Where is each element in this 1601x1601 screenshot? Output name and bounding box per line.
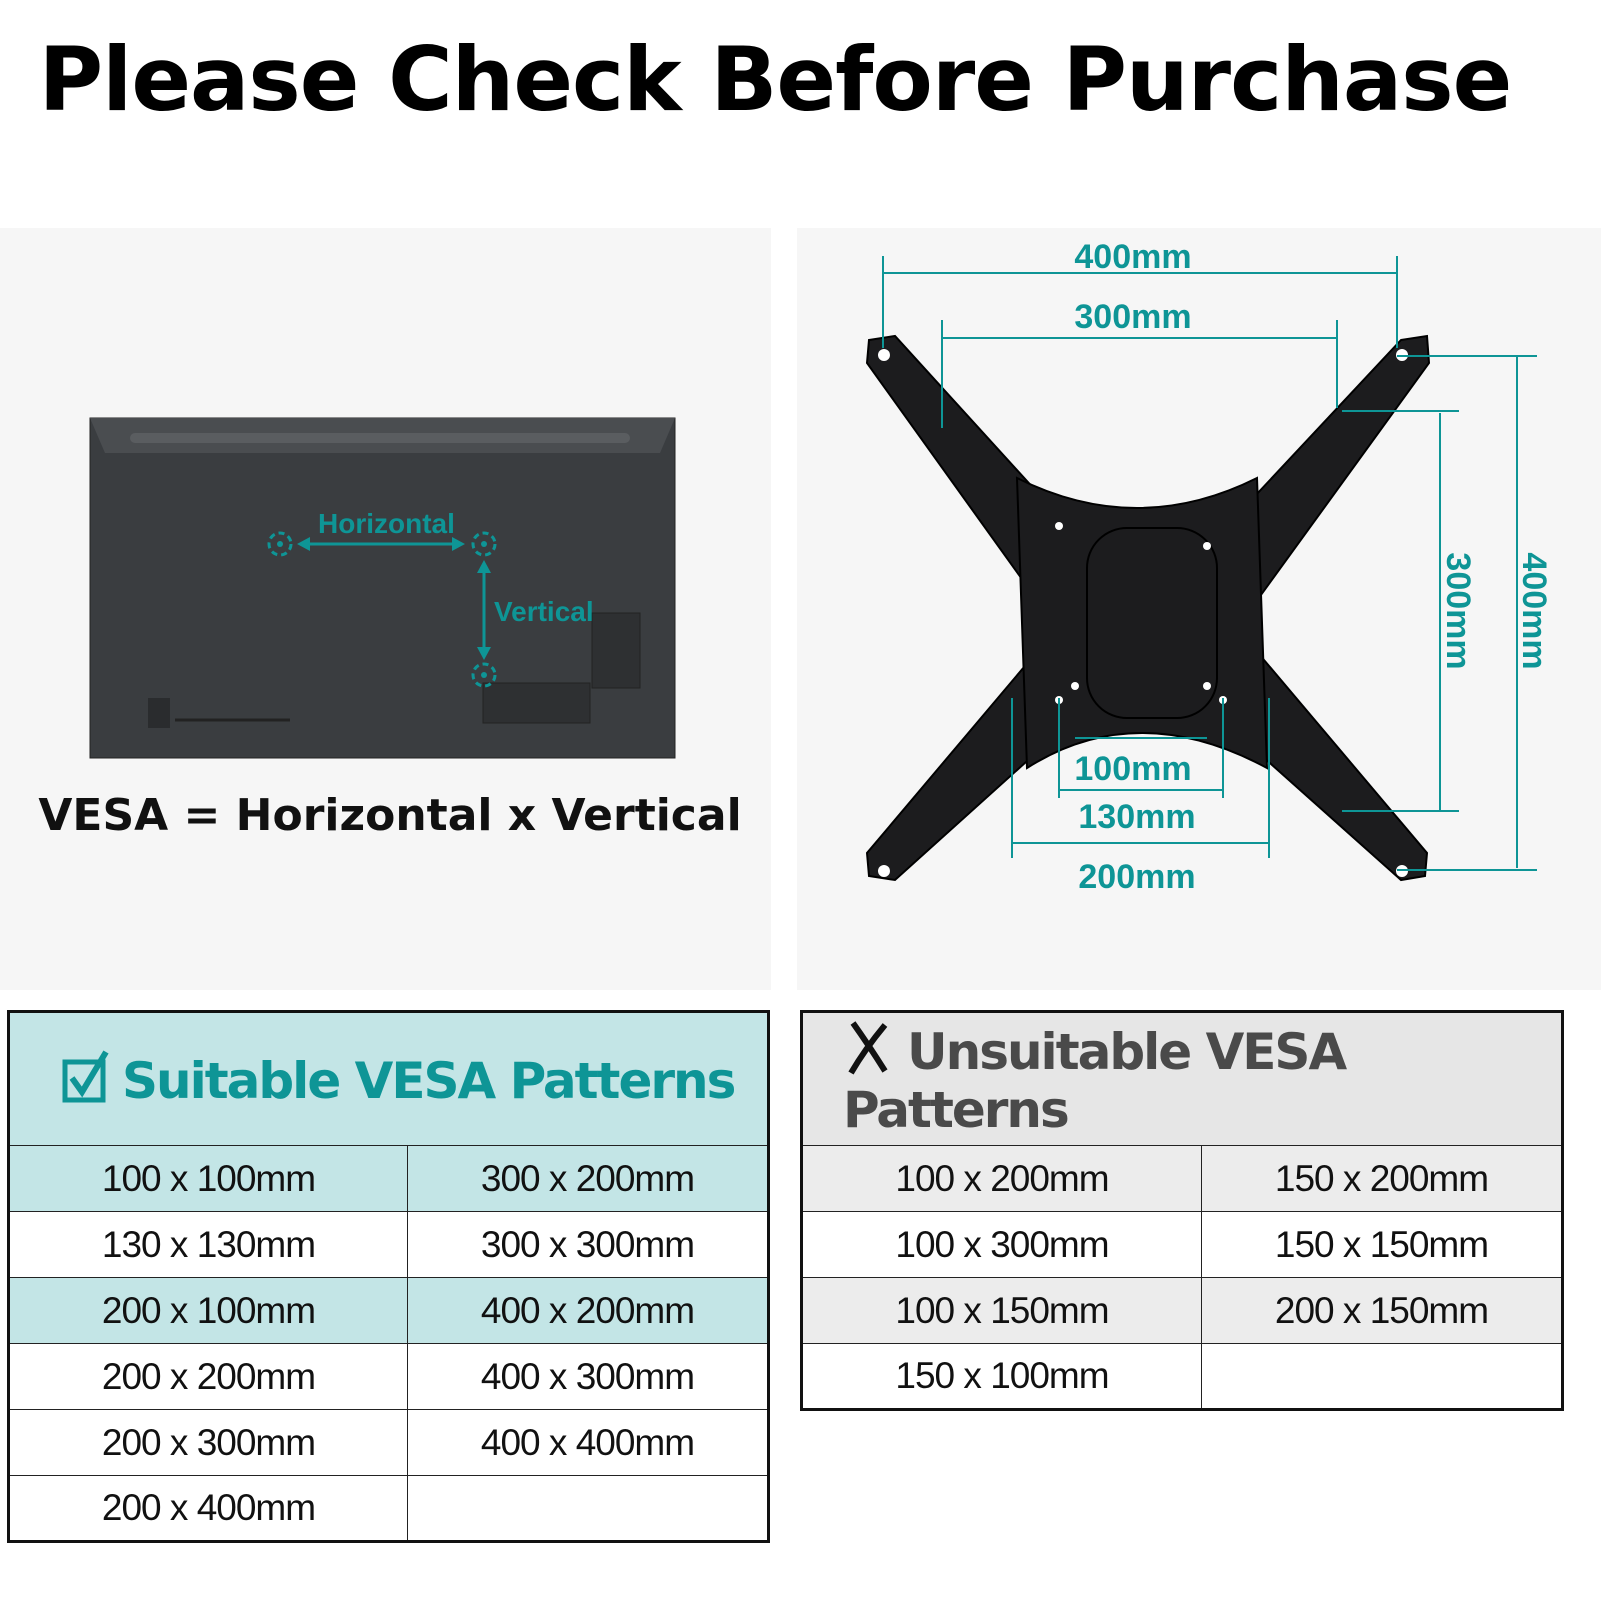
table-cell: 100 x 200mm bbox=[801, 1145, 1202, 1212]
tv-back-illustration: Horizontal Vertical bbox=[89, 417, 676, 759]
dim-top-inner: 300mm bbox=[1074, 298, 1191, 336]
horizontal-label: Horizontal bbox=[318, 508, 455, 539]
table-cell: 300 x 300mm bbox=[407, 1211, 769, 1278]
suitable-heading: Suitable VESA Patterns bbox=[8, 1011, 769, 1146]
table-cell bbox=[1201, 1343, 1563, 1410]
table-cell: 150 x 100mm bbox=[801, 1343, 1202, 1410]
table-cell: 150 x 150mm bbox=[1201, 1211, 1563, 1278]
dim-bottom-100: 100mm bbox=[1074, 750, 1191, 788]
table-cell: 200 x 300mm bbox=[8, 1409, 408, 1476]
table-cell: 130 x 130mm bbox=[8, 1211, 408, 1278]
dim-right-inner: 300mm bbox=[1439, 552, 1477, 669]
table-cell: 400 x 200mm bbox=[407, 1277, 769, 1344]
vertical-label: Vertical bbox=[494, 596, 594, 627]
dim-bottom-130: 130mm bbox=[1078, 798, 1195, 836]
table-cell: 300 x 200mm bbox=[407, 1145, 769, 1212]
checkbox-icon bbox=[62, 1050, 109, 1103]
mount-hole-icon bbox=[267, 531, 497, 688]
unsuitable-heading: Unsuitable VESA Patterns bbox=[801, 1011, 1563, 1146]
vesa-formula: VESA = Horizontal x Vertical bbox=[38, 790, 742, 841]
table-cell: 200 x 100mm bbox=[8, 1277, 408, 1344]
table-cell: 200 x 200mm bbox=[8, 1343, 408, 1410]
table-cell: 100 x 300mm bbox=[801, 1211, 1202, 1278]
x-mark-icon bbox=[848, 1021, 888, 1075]
table-cell: 150 x 200mm bbox=[1201, 1145, 1563, 1212]
dim-right-outer: 400mm bbox=[1515, 552, 1553, 669]
dim-bottom-200: 200mm bbox=[1078, 858, 1195, 896]
dim-top-outer: 400mm bbox=[1074, 238, 1191, 276]
table-cell: 400 x 400mm bbox=[407, 1409, 769, 1476]
table-cell: 400 x 300mm bbox=[407, 1343, 769, 1410]
table-cell: 100 x 100mm bbox=[8, 1145, 408, 1212]
table-cell bbox=[407, 1475, 769, 1542]
page-title: Please Check Before Purchase bbox=[38, 28, 1513, 131]
table-cell: 200 x 400mm bbox=[8, 1475, 408, 1542]
table-cell: 100 x 150mm bbox=[801, 1277, 1202, 1344]
table-cell: 200 x 150mm bbox=[1201, 1277, 1563, 1344]
bracket-illustration: 400mm 300mm 100mm 130mm 200mm 300mm 400m… bbox=[865, 238, 1553, 896]
